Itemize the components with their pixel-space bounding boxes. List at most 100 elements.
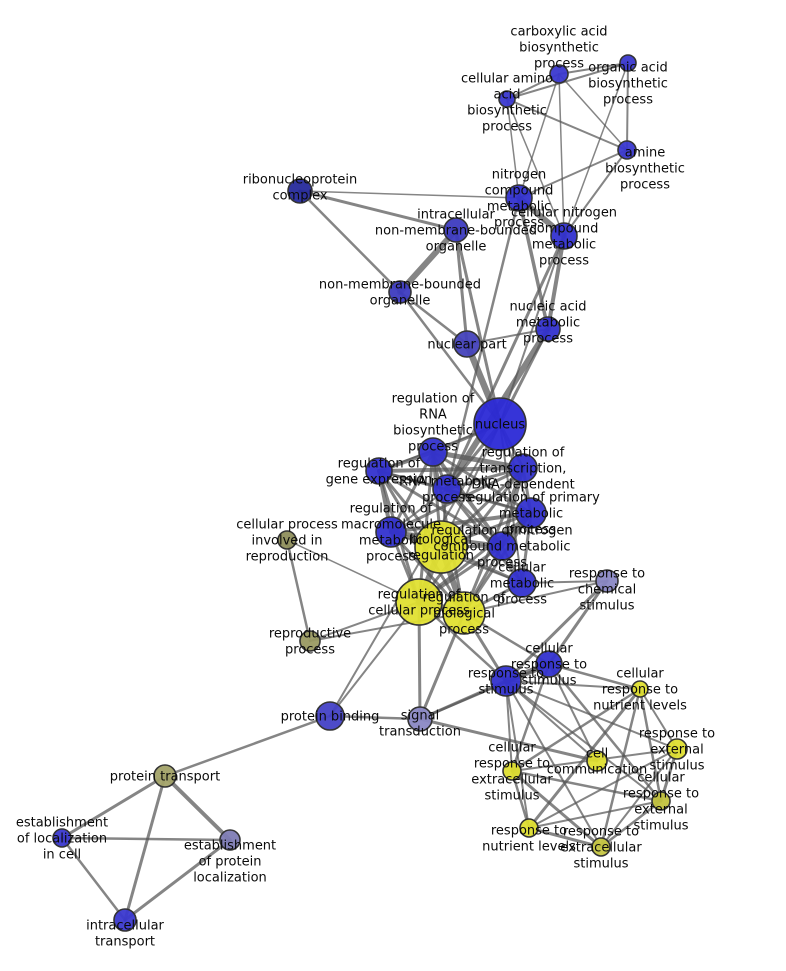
edge-cellular-response-stimulus--signal-transduction	[418, 662, 551, 721]
edge-ribonucleoprotein-complex--intracellular-nmbo	[298, 189, 458, 232]
edge-response-chemical--response-stimulus	[504, 579, 609, 683]
node-protein-binding[interactable]	[315, 701, 345, 731]
node-response-stimulus[interactable]	[490, 665, 522, 697]
node-reg-biological-process[interactable]	[442, 591, 486, 635]
edge-cell-proc-repro--reg-cellular-process	[286, 539, 420, 603]
node-cellular-response-stimulus[interactable]	[535, 650, 563, 678]
node-response-external[interactable]	[666, 738, 688, 760]
edge-amine-bio--nitrogen-compound-met	[518, 149, 628, 199]
node-establishment-loc-cell[interactable]	[52, 828, 72, 848]
edge-cellular-amino-acid-bio--cellular-nitrogen-met	[506, 98, 565, 237]
edge-response-stimulus--cellular-response-external	[505, 680, 662, 802]
edge-protein-binding--reg-cellular-process	[329, 601, 420, 717]
edge-rna-met--cellular-met	[445, 487, 524, 585]
edge-organic-acid-bio--cellular-nitrogen-met	[563, 62, 629, 237]
node-amine-bio[interactable]	[617, 140, 637, 160]
edge-cell-communication--signal-transduction	[418, 717, 599, 763]
edge-cellular-response-extracellular--response-extracellular	[510, 769, 603, 849]
node-cellular-response-external[interactable]	[651, 791, 671, 811]
edge-protein-binding--protein-transport	[163, 714, 332, 778]
edge-cellular-nitrogen-met--rna-met	[445, 234, 566, 491]
edge-protein-transport--establishment-loc-cell	[60, 774, 167, 840]
node-signal-transduction[interactable]	[407, 706, 433, 732]
node-cellular-amino-acid-bio[interactable]	[498, 90, 516, 108]
node-carboxylic-acid-bio[interactable]	[549, 64, 569, 84]
edge-intracellular-nmbo--nucleus	[454, 228, 502, 426]
node-cell-communication[interactable]	[586, 750, 608, 772]
edge-cellular-response-external--response-nutrient	[528, 800, 662, 829]
edge-cellular-response-stimulus--cellular-response-nutrient	[547, 662, 642, 691]
edge-ribonucleoprotein-complex--nmbo	[298, 189, 402, 294]
edge-cellular-response-external--response-extracellular	[599, 799, 663, 849]
node-nucleus[interactable]	[473, 397, 527, 451]
node-cellular-response-extracellular[interactable]	[502, 761, 522, 781]
node-reg-cellular-process[interactable]	[395, 578, 443, 626]
node-reg-rna-bio[interactable]	[418, 437, 448, 467]
node-rna-met[interactable]	[432, 474, 462, 504]
node-response-chemical[interactable]	[595, 569, 619, 593]
edge-establishment-loc-cell--intracellular-transport	[60, 836, 127, 922]
edge-organic-acid-bio--cellular-amino-acid-bio	[506, 62, 629, 100]
edge-response-external--response-extracellular	[600, 748, 678, 848]
edge-amine-bio--cellular-nitrogen-met	[563, 149, 628, 237]
node-nuclear-part[interactable]	[453, 330, 481, 358]
node-response-extracellular[interactable]	[591, 837, 611, 857]
node-nitrogen-compound-met[interactable]	[505, 184, 533, 212]
node-layer	[52, 54, 688, 932]
node-cellular-response-nutrient[interactable]	[631, 680, 649, 698]
node-reg-transcription[interactable]	[508, 453, 538, 483]
node-ribonucleoprotein-complex[interactable]	[287, 178, 313, 204]
edge-cellular-amino-acid-bio--nitrogen-compound-met	[506, 98, 520, 199]
node-reg-primary-met[interactable]	[515, 497, 547, 529]
node-cellular-met[interactable]	[507, 568, 537, 598]
edge-cellular-nitrogen-met--nucleic-acid-met	[546, 234, 566, 331]
node-nmbo[interactable]	[388, 280, 412, 304]
edge-intracellular-nmbo--nuclear-part	[454, 228, 469, 346]
node-reproductive-process[interactable]	[299, 630, 321, 652]
edge-ribonucleoprotein-complex--nitrogen-compound-met	[299, 190, 520, 199]
edge-cellular-response-stimulus--cellular-response-extracellular	[510, 662, 551, 773]
edge-layer	[60, 62, 679, 922]
node-organic-acid-bio[interactable]	[619, 54, 637, 72]
node-response-nutrient[interactable]	[519, 818, 539, 838]
node-reg-gene-expr[interactable]	[365, 457, 393, 485]
edge-organic-acid-bio--amine-bio	[626, 62, 629, 151]
edge-intracellular-nmbo--nmbo	[397, 227, 459, 295]
edge-response-stimulus--response-extracellular	[505, 680, 602, 848]
edge-nitrogen-compound-met--nucleic-acid-met	[517, 196, 550, 331]
edge-protein-transport--intracellular-transport	[123, 774, 167, 922]
edge-response-chemical--reg-biological-process	[463, 580, 608, 614]
edge-reg-primary-met--reg-cellular-process	[417, 511, 533, 604]
edge-reg-primary-met--reg-macromolecule-met	[389, 511, 533, 534]
edge-cellular-response-extracellular--response-nutrient	[510, 769, 531, 830]
edge-cellular-response-nutrient--cellular-response-extracellular	[510, 687, 642, 773]
edge-reproductive-process--reg-biological-process	[309, 612, 465, 642]
node-biological-regulation[interactable]	[414, 520, 468, 574]
edge-nmbo--nucleus	[398, 290, 502, 426]
edge-cellular-response-nutrient--response-external	[639, 688, 678, 750]
node-protein-transport[interactable]	[153, 764, 177, 788]
edge-carboxylic-acid-bio--nitrogen-compound-met	[518, 73, 560, 199]
node-reg-macromolecule-met[interactable]	[375, 516, 407, 548]
edge-protein-binding--signal-transduction	[328, 714, 422, 721]
edge-carboxylic-acid-bio--organic-acid-bio	[558, 62, 629, 75]
edge-carboxylic-acid-bio--cellular-nitrogen-met	[558, 73, 565, 237]
edge-cellular-amino-acid-bio--amine-bio	[506, 98, 628, 151]
edge-response-stimulus--cellular-response-nutrient	[505, 680, 641, 690]
node-cellular-nitrogen-met[interactable]	[550, 222, 578, 250]
edge-protein-binding--nucleus	[329, 423, 501, 717]
node-nucleic-acid-met[interactable]	[535, 316, 561, 342]
edge-cell-proc-repro--reproductive-process	[285, 538, 312, 643]
node-cell-proc-repro[interactable]	[277, 530, 297, 550]
edge-reg-transcription--reg-gene-expr	[377, 466, 525, 473]
edge-establishment-loc-cell--establishment-protein-loc	[60, 836, 232, 842]
edge-establishment-protein-loc--intracellular-transport	[123, 838, 232, 922]
node-intracellular-nmbo[interactable]	[443, 217, 469, 243]
node-reg-nitrogen-met[interactable]	[487, 531, 517, 561]
edge-nmbo--nuclear-part	[398, 290, 469, 346]
node-intracellular-transport[interactable]	[113, 908, 137, 932]
node-establishment-protein-loc[interactable]	[219, 829, 241, 851]
edge-response-nutrient--response-extracellular	[527, 826, 603, 849]
